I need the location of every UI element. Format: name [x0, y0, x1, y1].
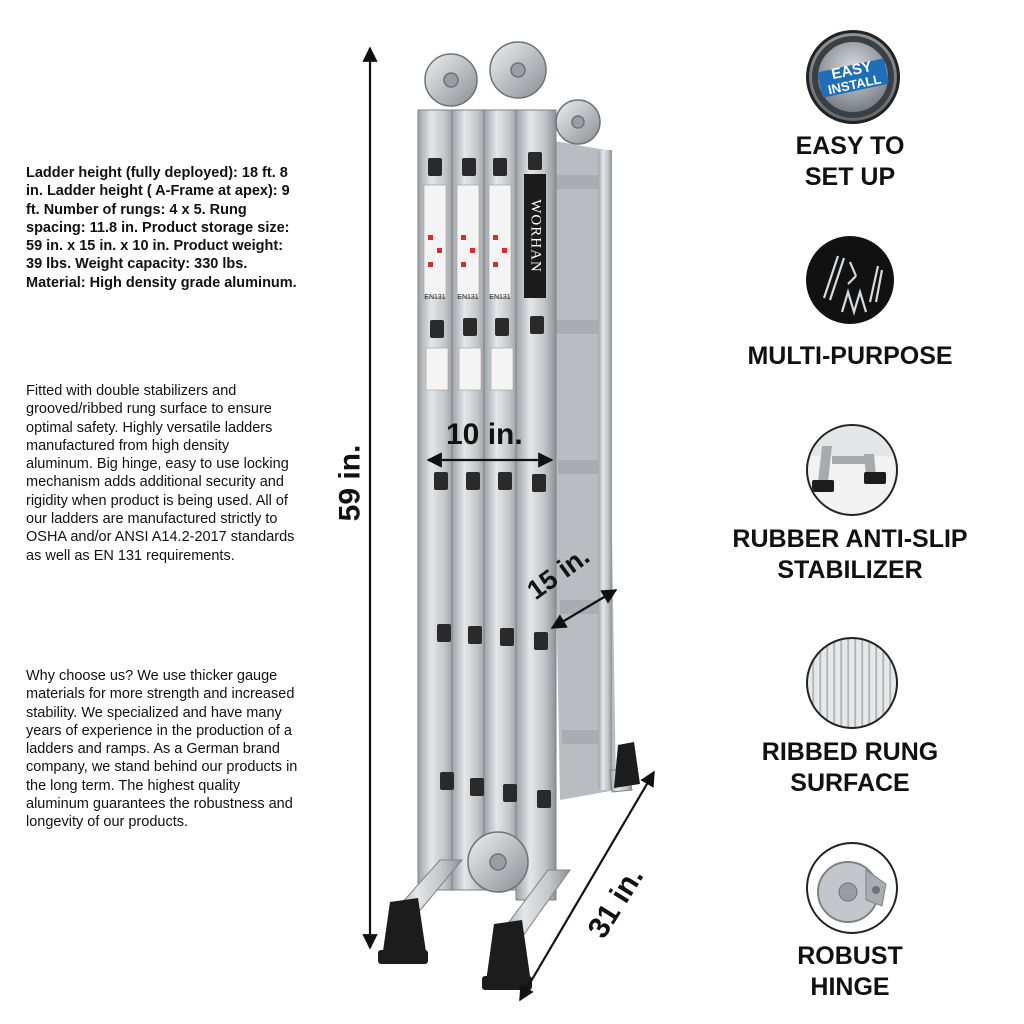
safety-stickers: EN131 EN131 EN131 [423, 184, 514, 391]
feature-multi-purpose: MULTI-PURPOSE [747, 342, 953, 370]
ladder-side-section [548, 140, 616, 800]
top-hinges [424, 41, 601, 145]
ribbed-surface-icon [806, 637, 898, 729]
height-dimension-label: 59 in. [333, 444, 367, 522]
rung-slots [428, 152, 551, 808]
ladder-product-illustration: EN131 EN131 EN131 WORHAN [362, 41, 655, 1002]
safety-paragraph: Fitted with double stabilizers and groov… [26, 383, 295, 564]
brand-plate [524, 174, 546, 298]
brand-label: WORHAN [528, 199, 544, 273]
ladder-configurations-icon [806, 236, 894, 324]
anti-slip-foot-icon [806, 424, 898, 516]
base-arrow [519, 770, 655, 1002]
specs-paragraph: Ladder height (fully deployed): 18 ft. 8… [26, 165, 297, 291]
why-choose-us-paragraph: Why choose us? We use thicker gauge mate… [26, 668, 298, 831]
depth-arrow [550, 589, 618, 629]
cert-label-3: EN131 [489, 294, 511, 301]
cert-label-2: EN131 [457, 294, 479, 301]
cert-label-1: EN131 [424, 294, 446, 301]
width-dimension-label: 10 in. [446, 418, 523, 451]
hinge-icon [806, 842, 898, 934]
bottom-hinge [467, 831, 529, 893]
easy-install-badge-icon: EASY INSTALL [806, 30, 900, 124]
